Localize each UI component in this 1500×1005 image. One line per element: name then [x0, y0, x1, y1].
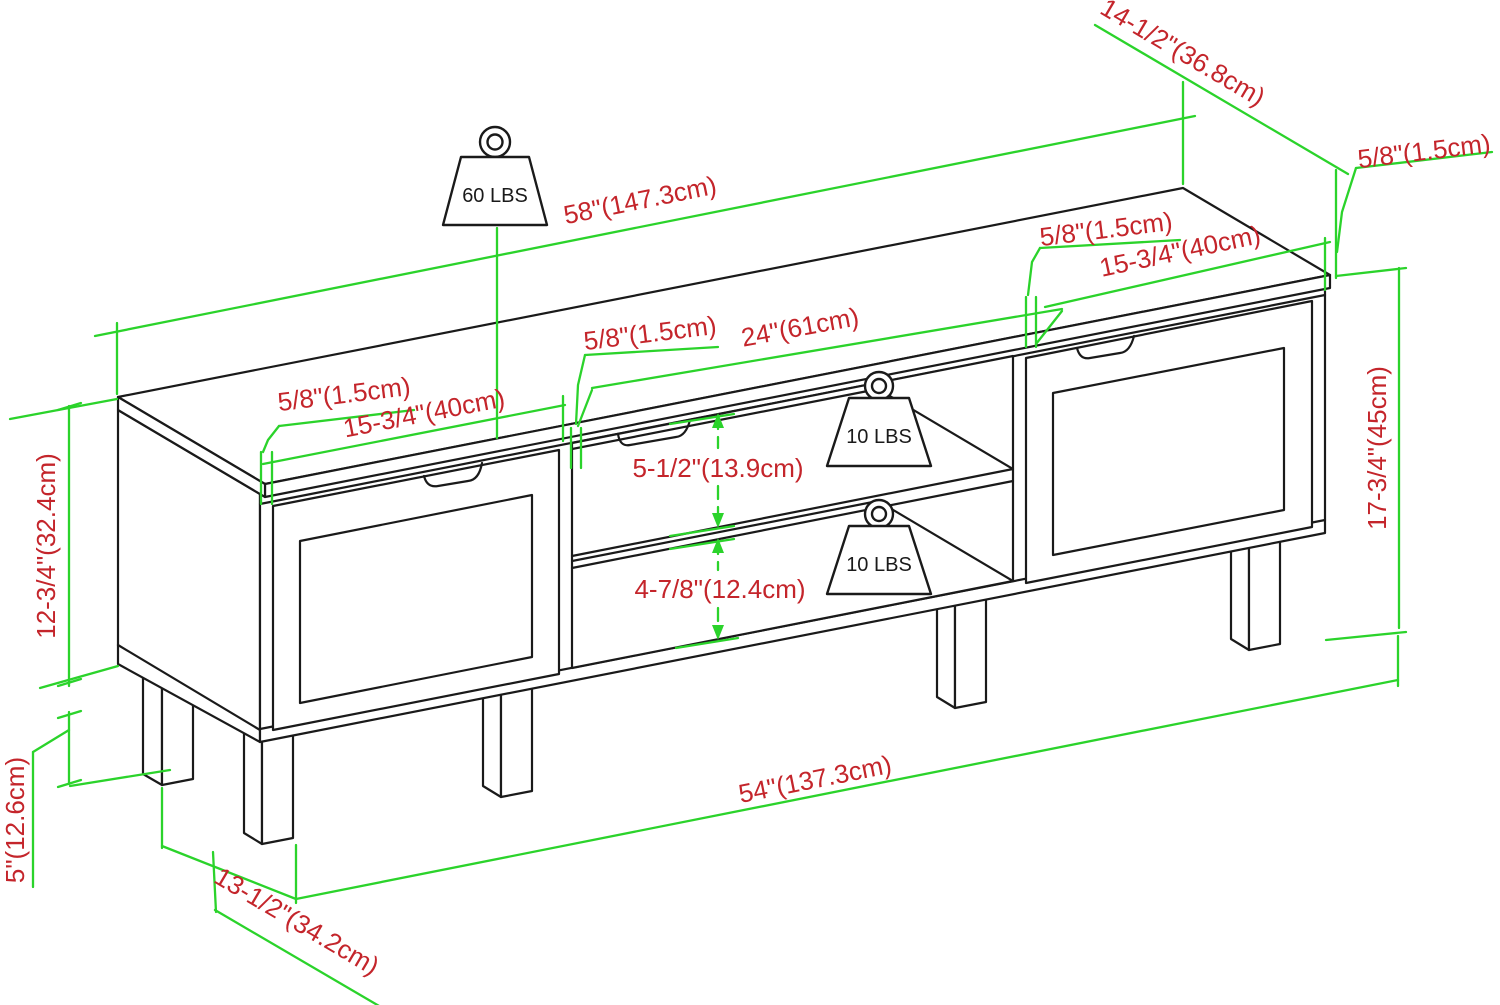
dim-body-height-lines — [8, 397, 120, 690]
weight-ring-hole-icon — [870, 505, 888, 523]
dim-base-width-lines — [160, 634, 1400, 905]
dimension-lines — [8, 23, 1494, 1005]
mid-right-leg — [953, 592, 988, 710]
cord-notch — [616, 418, 692, 447]
dim-top-width-lines — [93, 80, 1197, 440]
front-left-leg — [260, 728, 295, 846]
weight-body-icon — [825, 396, 933, 468]
right-door-handle-notch — [1075, 334, 1136, 360]
dim-left-door-width-lines — [261, 394, 567, 466]
dim-right-door-width-lines — [1043, 236, 1332, 309]
weight-ring-hole-icon — [870, 377, 888, 395]
shelf-front-top-edge — [570, 467, 1015, 558]
dim-total-height-lines — [1324, 266, 1408, 642]
weight-body-icon — [825, 524, 933, 596]
weight-body-icon — [441, 155, 549, 227]
tv-stand-line-drawing — [116, 186, 1332, 846]
weight-icon-60lbs: 60 LBS — [441, 125, 549, 227]
front-right-leg — [1247, 534, 1282, 652]
dim-label-body-height: 12-3/4"(32.4cm) — [31, 453, 61, 639]
dim-leg-height-lines — [31, 709, 172, 889]
right-door — [1024, 299, 1314, 585]
weight-ring-hole-icon — [486, 133, 504, 151]
left-base-edge — [116, 643, 262, 732]
dim-label-lower-shelf-height: 4-7/8"(12.4cm) — [634, 574, 805, 604]
dim-middle-width-lines — [576, 307, 1064, 428]
mid-left-leg — [499, 681, 534, 799]
dim-left-door-frame-lines — [259, 408, 416, 506]
upper-shelf-back-edge — [572, 387, 880, 451]
left-door-handle-notch — [422, 461, 484, 488]
dim-label-upper-shelf-height: 5-1/2"(13.9cm) — [632, 453, 803, 483]
dim-right-door-frame-lines — [1024, 238, 1182, 349]
dim-label-top-thickness: 5/8"(1.5cm) — [1356, 128, 1492, 174]
right-door-panel — [1051, 346, 1286, 557]
dim-top-thickness-lines — [1335, 150, 1494, 254]
weight-60lbs-label: 60 LBS — [462, 185, 528, 207]
dim-top-depth-lines — [1093, 23, 1350, 280]
dim-middle-frame-lines — [569, 345, 720, 470]
weight-10lbs-lower-label: 10 LBS — [846, 554, 912, 576]
lower-shelf-back-edge — [572, 499, 880, 563]
dim-lower-shelf-height-lines — [668, 537, 740, 650]
dim-label-leg-height: 5"(12.6cm) — [0, 757, 30, 883]
dim-label-base-width: 54"(137.3cm) — [736, 749, 894, 809]
dim-base-depth-lines — [211, 850, 380, 1005]
dim-label-top-width: 58"(147.3cm) — [561, 170, 719, 230]
lower-shelf-right-junction — [876, 499, 1013, 583]
dim-label-total-height: 17-3/4"(45cm) — [1362, 366, 1392, 530]
weight-icon-10lbs-lower: 10 LBS — [825, 498, 933, 596]
left-door-panel — [298, 493, 534, 705]
left-door — [271, 448, 561, 732]
weight-10lbs-upper-label: 10 LBS — [846, 426, 912, 448]
top-panel-left-edge — [116, 395, 267, 499]
dim-upper-shelf-height-lines — [668, 412, 736, 538]
weight-icons: 60 LBS 10 LBS 10 LBS — [441, 125, 933, 596]
weight-icon-10lbs-upper: 10 LBS — [825, 370, 933, 468]
shelf-front-bottom-edge — [570, 479, 1015, 570]
